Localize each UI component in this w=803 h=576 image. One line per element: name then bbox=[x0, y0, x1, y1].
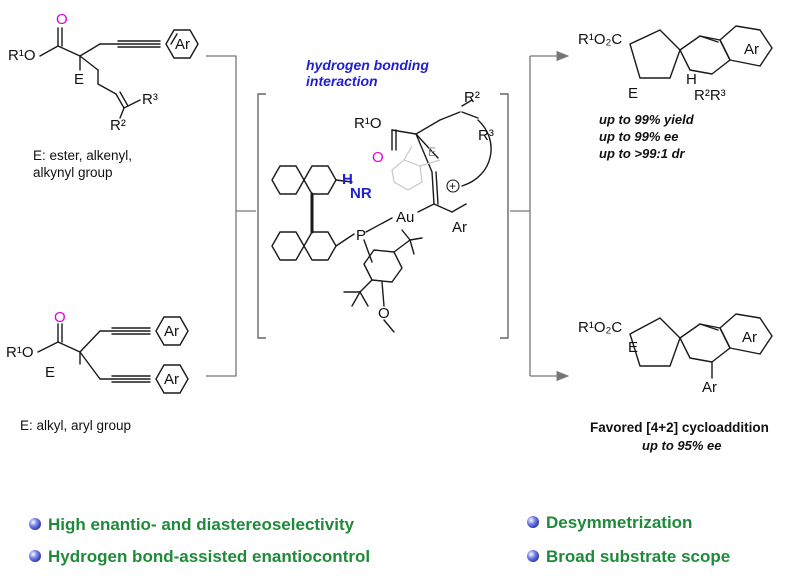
product-bottom-title: Favored [4+2] cycloaddition bbox=[590, 420, 769, 435]
hbond-label-line2: interaction bbox=[306, 73, 378, 89]
substrate-top-note-line1: E: ester, alkenyl, bbox=[33, 148, 132, 163]
binaphthyl-bonds bbox=[271, 99, 492, 333]
product-bottom-ar2: Ar bbox=[702, 379, 717, 396]
intermediate-ester: R¹O bbox=[354, 115, 382, 132]
substrate-bottom-note: E: alkyl, aryl group bbox=[20, 418, 131, 433]
right-connector bbox=[510, 50, 570, 382]
gold-intermediate: hydrogen bonding interaction bbox=[271, 57, 494, 333]
substrate-top-r2: R² bbox=[110, 117, 126, 134]
left-connector bbox=[206, 55, 256, 377]
intermediate-h: H bbox=[342, 171, 353, 188]
substrate-top-r3: R³ bbox=[142, 91, 158, 108]
cation-charge-circle bbox=[446, 179, 460, 193]
feature-bullet bbox=[29, 518, 41, 530]
intermediate-nr: NR bbox=[350, 185, 372, 202]
substrate-bottom-ester: R¹O bbox=[6, 344, 34, 361]
substrate-bottom-ar1: Ar bbox=[164, 323, 179, 340]
substrate-bottom-carbonyl-o: O bbox=[54, 309, 66, 326]
feature-list: High enantio- and diastereoselectivity H… bbox=[29, 513, 730, 566]
intermediate-r2: R² bbox=[464, 89, 480, 106]
intermediate-methoxy-o: O bbox=[378, 305, 390, 322]
substrate-top-carbonyl-o: O bbox=[56, 11, 68, 28]
product-top-co2r: R¹O₂C bbox=[578, 31, 622, 48]
intermediate-p: P bbox=[356, 227, 366, 244]
feature-item-desymmetrization: Desymmetrization bbox=[546, 513, 692, 532]
intermediate-au: Au bbox=[396, 209, 414, 226]
product-bottom: R¹O₂C E Ar Ar Favored [4+2] cycloadditio… bbox=[578, 313, 773, 453]
substrate-bottom-ar2: Ar bbox=[164, 371, 179, 388]
intermediate-e: E bbox=[428, 145, 436, 159]
product-bottom-ee: up to 95% ee bbox=[642, 438, 721, 453]
intermediate-r3: R³ bbox=[478, 127, 494, 144]
feature-item-scope: Broad substrate scope bbox=[546, 547, 730, 566]
product-bottom-co2r: R¹O₂C bbox=[578, 319, 622, 336]
intermediate-plus: + bbox=[449, 179, 456, 193]
feature-item-selectivity: High enantio- and diastereoselectivity bbox=[48, 515, 355, 534]
substrate-bottom-bonds bbox=[37, 316, 189, 394]
hbond-label-line1: hydrogen bonding bbox=[306, 57, 429, 73]
substrate-top-ar: Ar bbox=[175, 36, 190, 53]
intermediate-ar: Ar bbox=[452, 219, 467, 236]
feature-item-hbond: Hydrogen bond-assisted enantiocontrol bbox=[48, 547, 370, 566]
feature-bullet bbox=[527, 550, 539, 562]
ghost-substrate-bonds bbox=[391, 145, 441, 191]
product-bottom-ar1: Ar bbox=[742, 329, 757, 346]
product-top-e: E bbox=[628, 85, 638, 102]
intermediate-carbonyl-o: O bbox=[372, 149, 384, 166]
product-top-bonds bbox=[629, 25, 773, 79]
product-bottom-bonds bbox=[629, 313, 773, 379]
intermediate-brackets bbox=[257, 93, 509, 339]
product-top-r2r3: R²R³ bbox=[694, 87, 726, 104]
product-top: R¹O₂C E Ar H R²R³ up to 99% yield up to … bbox=[578, 25, 773, 161]
feature-bullet bbox=[527, 516, 539, 528]
substrate-top: O R¹O E Ar R³ R² E: ester, alkenyl, alky… bbox=[8, 11, 199, 180]
substrate-bottom: O R¹O E Ar Ar E: alkyl, aryl group bbox=[6, 309, 189, 433]
product-bottom-e: E bbox=[628, 339, 638, 356]
product-top-dr: up to >99:1 dr bbox=[599, 146, 686, 161]
product-top-h: H bbox=[686, 71, 697, 88]
substrate-top-ester: R¹O bbox=[8, 47, 36, 64]
product-top-ar: Ar bbox=[744, 41, 759, 58]
product-top-yield: up to 99% yield bbox=[599, 112, 695, 127]
substrate-top-note-line2: alkynyl group bbox=[33, 165, 113, 180]
product-top-ee: up to 99% ee bbox=[599, 129, 678, 144]
substrate-top-bonds bbox=[39, 27, 199, 119]
feature-bullet bbox=[29, 550, 41, 562]
substrate-bottom-e: E bbox=[45, 364, 55, 381]
substrate-top-e: E bbox=[74, 71, 84, 88]
